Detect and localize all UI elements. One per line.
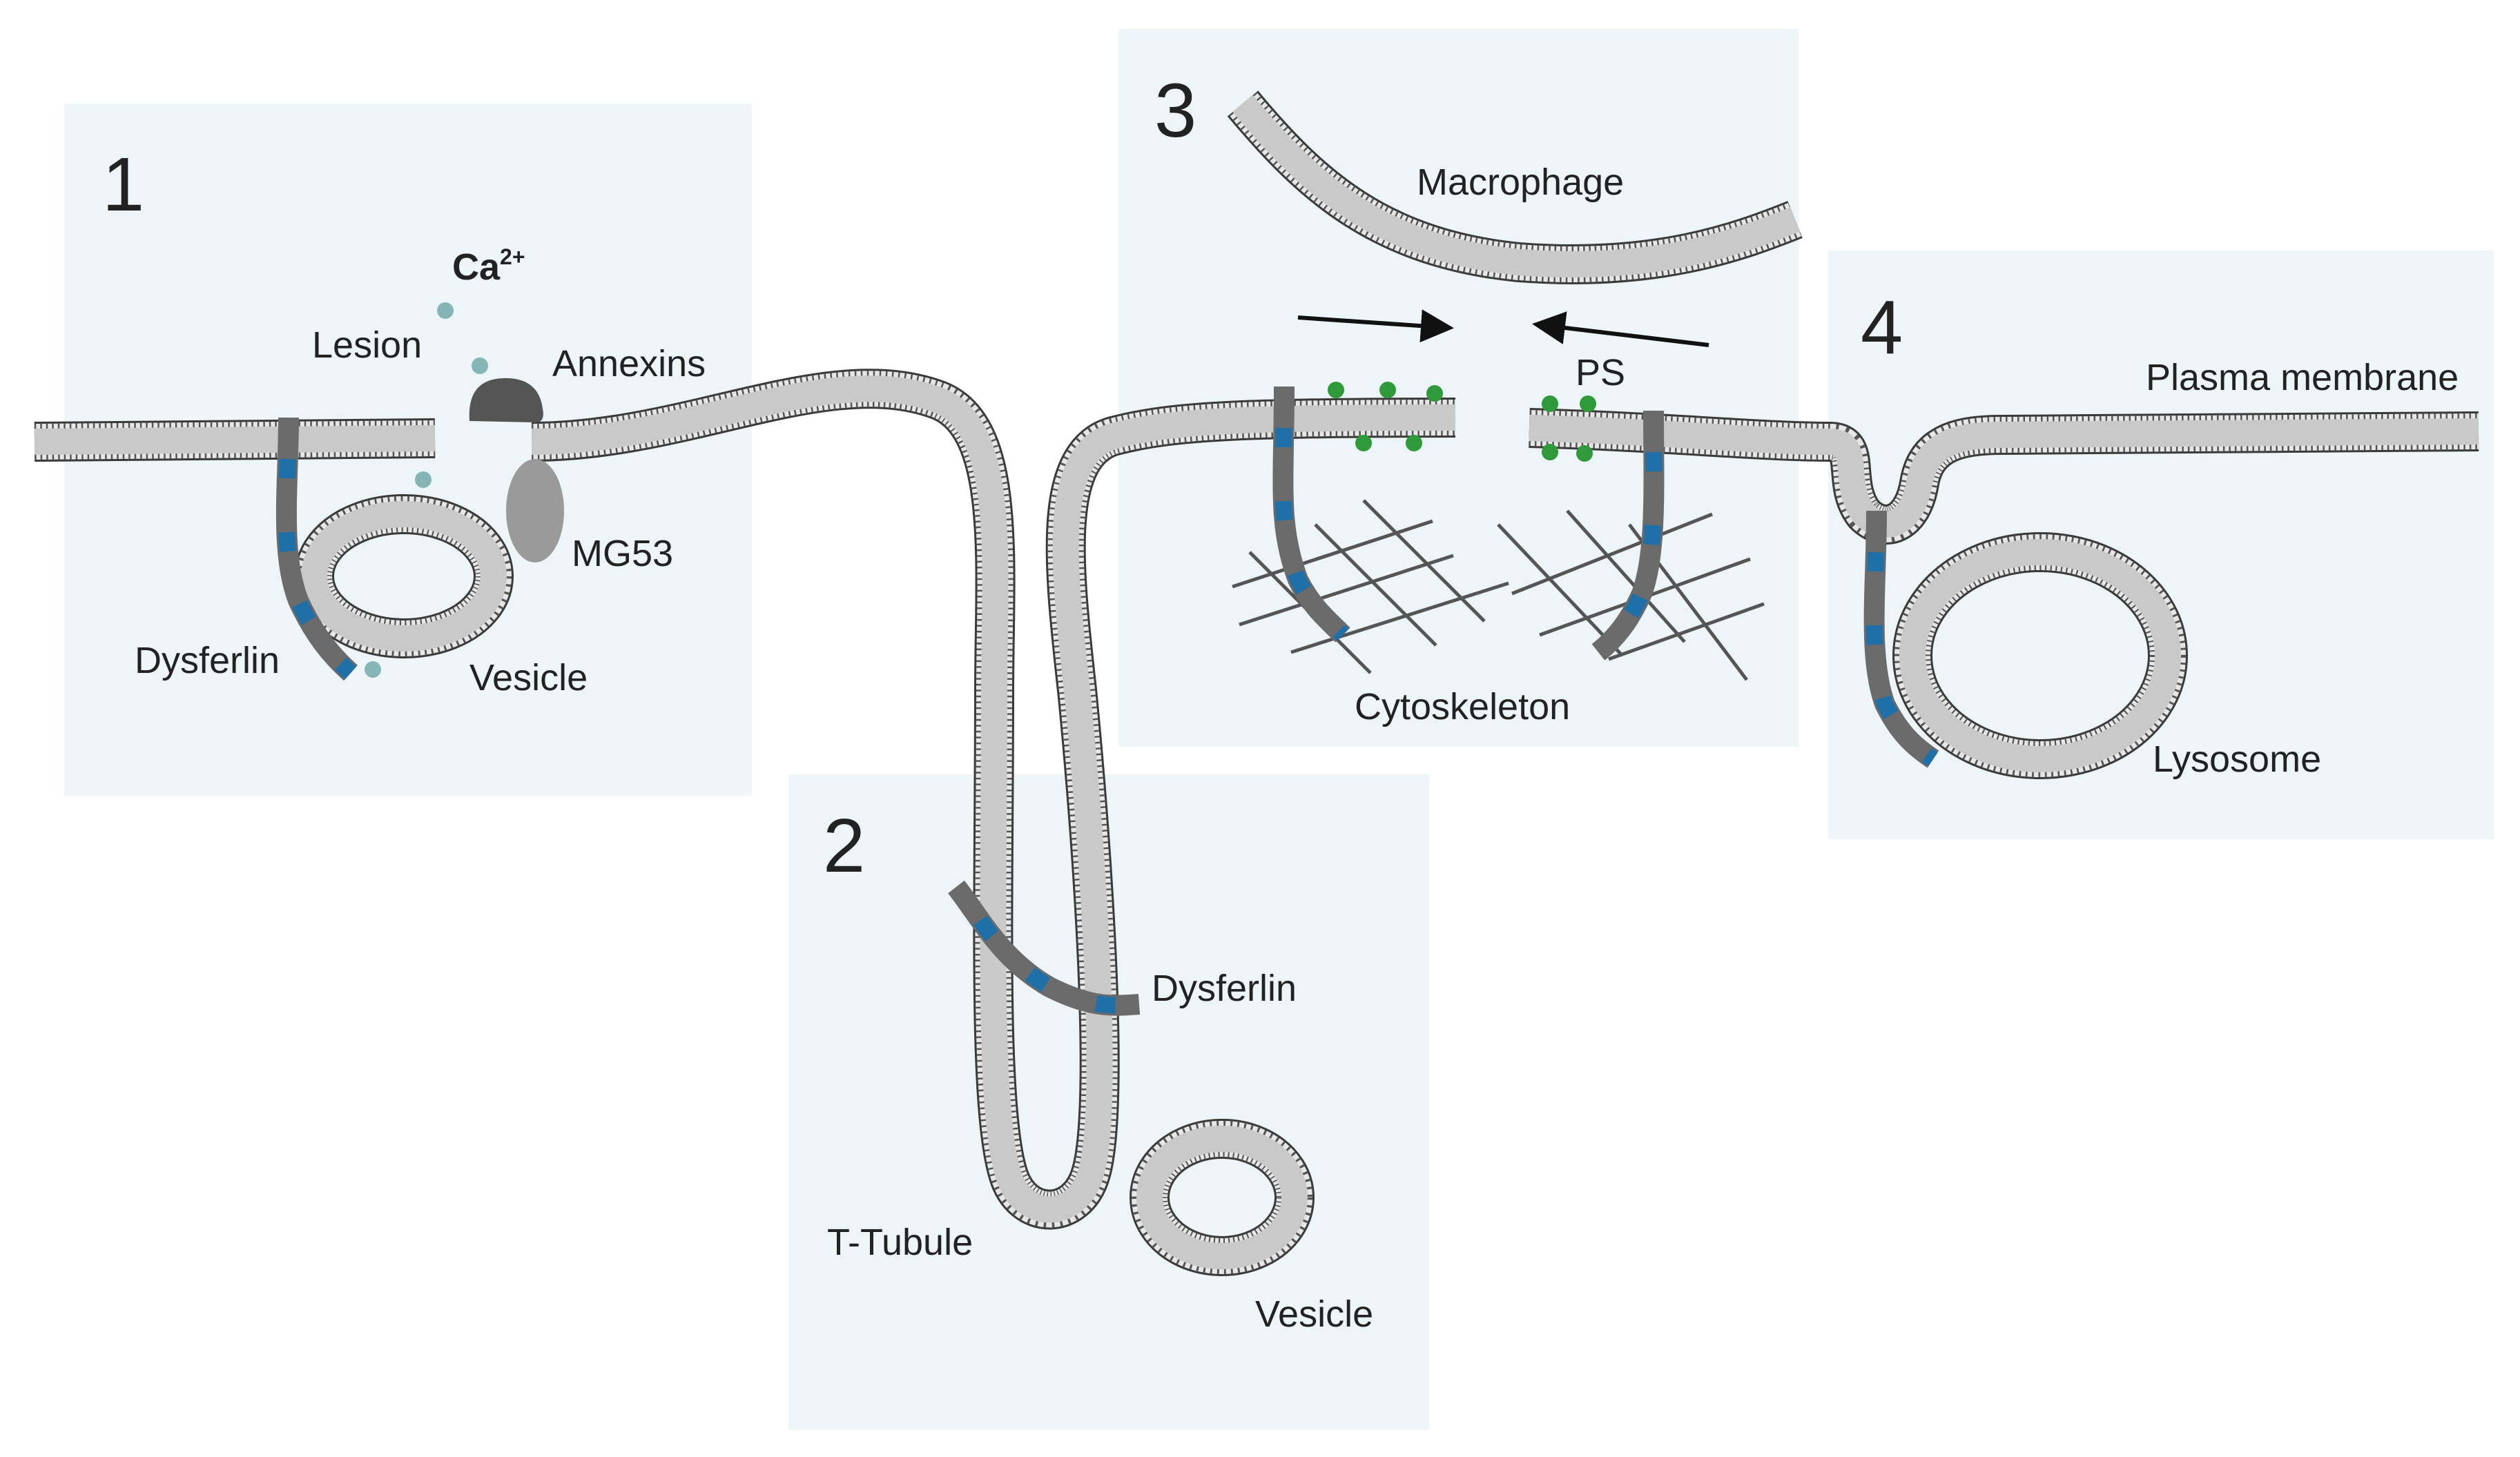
lysosome-label: Lysosome: [2153, 739, 2321, 780]
ps-dot: [1379, 382, 1396, 398]
dysferlin-panel-1: [275, 417, 358, 681]
calcium-label: Ca2+: [452, 244, 525, 288]
calcium-charge: 2+: [500, 244, 525, 269]
vesicle-panel-2: [1130, 1119, 1315, 1276]
macrophage-membrane: [1227, 90, 1803, 284]
phosphatidylserine-dots: [1328, 382, 1596, 462]
panel-4-number: 4: [1861, 285, 1903, 370]
dysferlin-label-panel-1: Dysferlin: [135, 640, 280, 681]
cytoskeleton-label: Cytoskeleton: [1355, 686, 1570, 727]
t-tubule-label: T-Tubule: [827, 1222, 973, 1263]
calcium-ions: [365, 302, 488, 678]
calcium-ion: [437, 302, 454, 319]
ps-dot: [1328, 382, 1344, 398]
membranes-layer: [34, 90, 2479, 1276]
plasma-membrane-t-tubule: [531, 369, 1456, 1230]
annexins-label: Annexins: [552, 343, 706, 384]
panel-1-number: 1: [102, 142, 144, 227]
calcium-ion: [365, 661, 381, 678]
cytoskeleton-filaments: [1232, 499, 1765, 681]
lysosome-membrane: [1892, 531, 2188, 779]
vesicle-label-panel-2: Vesicle: [1255, 1293, 1373, 1335]
ps-dot: [1426, 385, 1443, 402]
dysferlin-panel-3-left: [1272, 386, 1350, 643]
ps-dot: [1406, 435, 1422, 451]
lesion-label: Lesion: [312, 324, 422, 366]
ps-dot: [1580, 395, 1596, 412]
panel-3-number: 3: [1154, 68, 1196, 153]
macrophage-label: Macrophage: [1417, 162, 1624, 203]
dysferlin-label-panel-2: Dysferlin: [1152, 968, 1297, 1009]
dysferlin-panel-2: [948, 880, 1141, 1016]
mg53-label: MG53: [572, 533, 673, 574]
ps-label: PS: [1576, 352, 1625, 393]
annexin-protein: [469, 378, 543, 422]
vesicle-panel-1: [294, 494, 514, 658]
dysferlin-panel-4: [1863, 510, 1939, 768]
panel-2-number: 2: [823, 803, 865, 888]
plasma-membrane-segment-1a: [34, 418, 436, 462]
ps-dot: [1542, 444, 1558, 460]
dysferlin-panel-3-right: [1591, 410, 1665, 661]
calcium-ion: [415, 471, 432, 488]
vesicle-label-panel-1: Vesicle: [469, 657, 588, 698]
ps-dot: [1542, 395, 1558, 412]
panel-3-background: [1118, 29, 1799, 747]
calcium-ion: [472, 358, 488, 374]
arrow-right: [1297, 309, 1454, 343]
plasma-membrane-segment-4: [1529, 408, 2479, 545]
arrow-left: [1532, 311, 1709, 347]
plasma-membrane-label: Plasma membrane: [2146, 357, 2459, 398]
ps-dot: [1576, 445, 1593, 462]
calcium-symbol: Ca: [452, 246, 501, 288]
dysferlin-layer: [275, 386, 1939, 1016]
ps-dot: [1355, 435, 1372, 451]
mg53-protein: [506, 459, 564, 563]
